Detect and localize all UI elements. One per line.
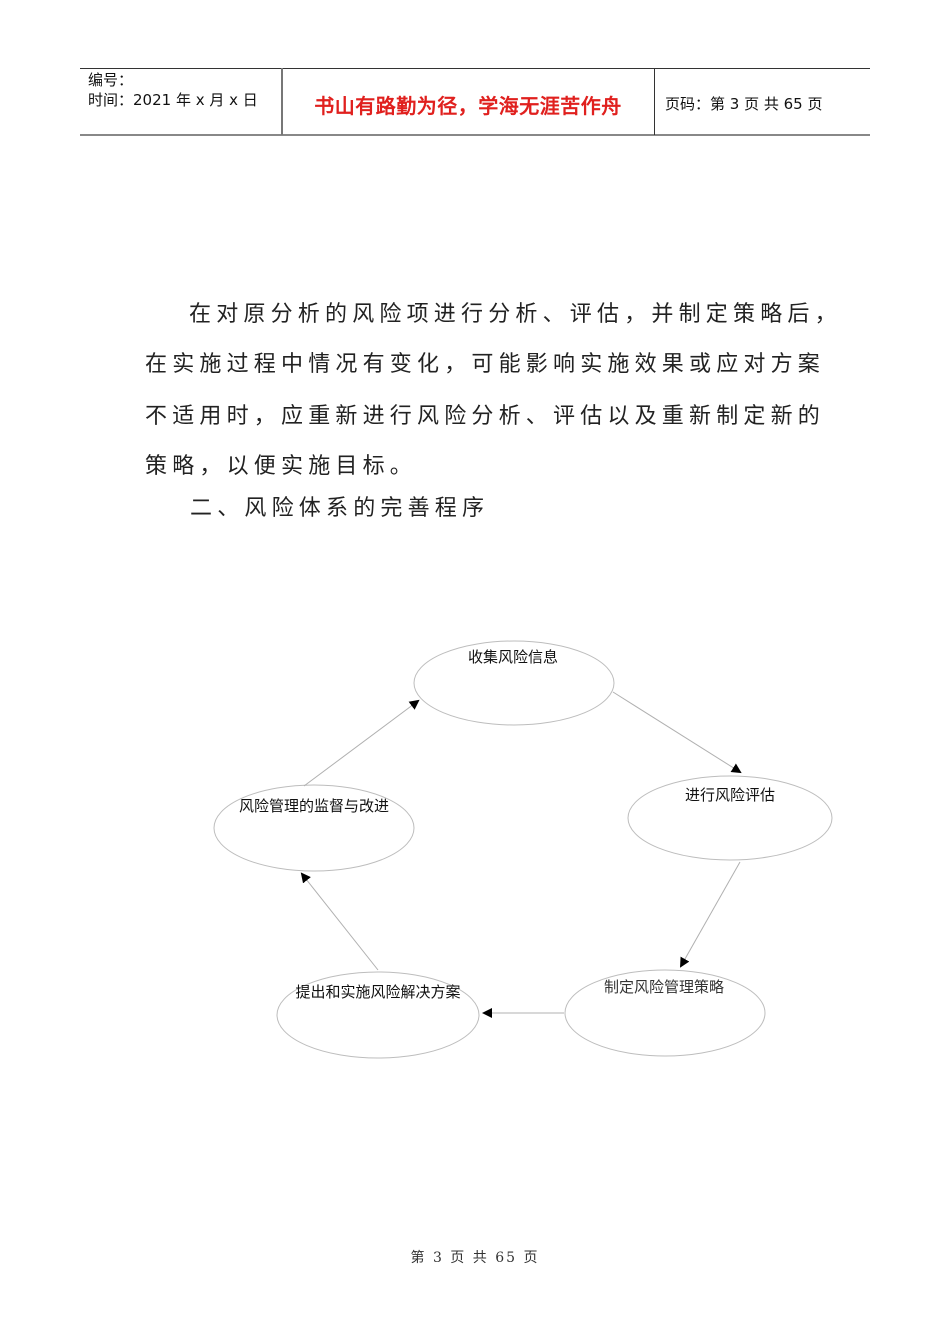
- header-motto: 书山有路勤为径，学海无涯苦作舟: [314, 94, 622, 118]
- node-assess-ellipse: [627, 775, 833, 861]
- arrows: [300, 691, 742, 1018]
- arrow-monitor-to-collect: [303, 699, 420, 787]
- node-strategy-label: 制定风险管理策略: [603, 978, 725, 996]
- serial-label: 编号：: [88, 71, 134, 89]
- arrow-collect-to-assess: [612, 691, 742, 774]
- node-strategy-ellipse: [564, 969, 766, 1057]
- header-page-info: 页码：第 3 页 共 65 页: [665, 95, 823, 113]
- arrow-assess-to-strategy: [680, 861, 741, 968]
- node-collect-ellipse: [413, 640, 615, 726]
- arrow-implement-to-monitor: [300, 872, 379, 971]
- node-monitor-ellipse: [213, 784, 415, 872]
- ellipses: [213, 640, 833, 1059]
- section-heading: 二、风险体系的完善程序: [190, 496, 490, 521]
- page-footer: 第 3 页 共 65 页: [410, 1250, 540, 1266]
- paragraph-line: 策略，以便实施目标。: [145, 454, 418, 479]
- date-label: 时间：2021 年 x 月 x 日: [88, 91, 258, 109]
- header-top-rule: [80, 68, 870, 69]
- header-bottom-rule: [80, 134, 870, 136]
- node-implement-ellipse: [276, 971, 480, 1059]
- paragraph-line: 在对原分析的风险项进行分析、评估，并制定策略后，: [189, 302, 842, 327]
- node-collect-label: 收集风险信息: [467, 648, 559, 666]
- node-assess-label: 进行风险评估: [684, 786, 776, 804]
- header-divider-right: [654, 68, 655, 135]
- paragraph-line: 不适用时，应重新进行风险分析、评估以及重新制定新的: [145, 404, 826, 429]
- node-monitor-label: 风险管理的监督与改进: [238, 797, 390, 815]
- header-meta: 编号： 时间：2021 年 x 月 x 日: [88, 70, 258, 110]
- node-implement-label: 提出和实施风险解决方案: [295, 983, 461, 1001]
- header-divider-left: [281, 68, 283, 135]
- paragraph-line: 在实施过程中情况有变化，可能影响实施效果或应对方案: [145, 352, 826, 377]
